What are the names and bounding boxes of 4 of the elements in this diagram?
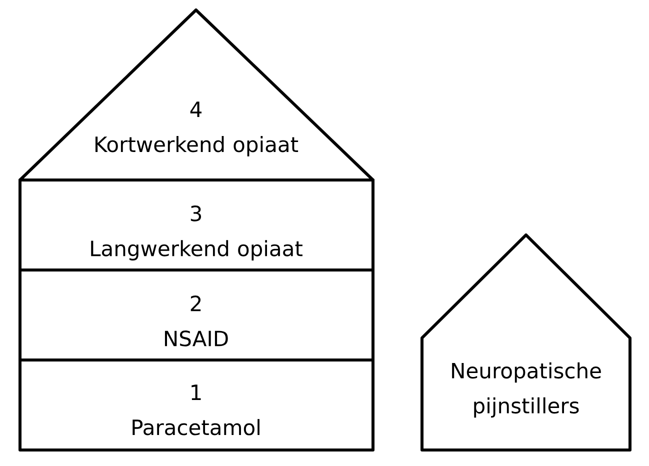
tier-box: 3 Langwerkend opiaat: [18, 178, 374, 272]
tier-box: 2 NSAID: [18, 268, 374, 362]
tier-box: 1 Paracetamol: [18, 358, 374, 452]
roof-triangle: 4 Kortwerkend opiaat: [18, 8, 374, 182]
